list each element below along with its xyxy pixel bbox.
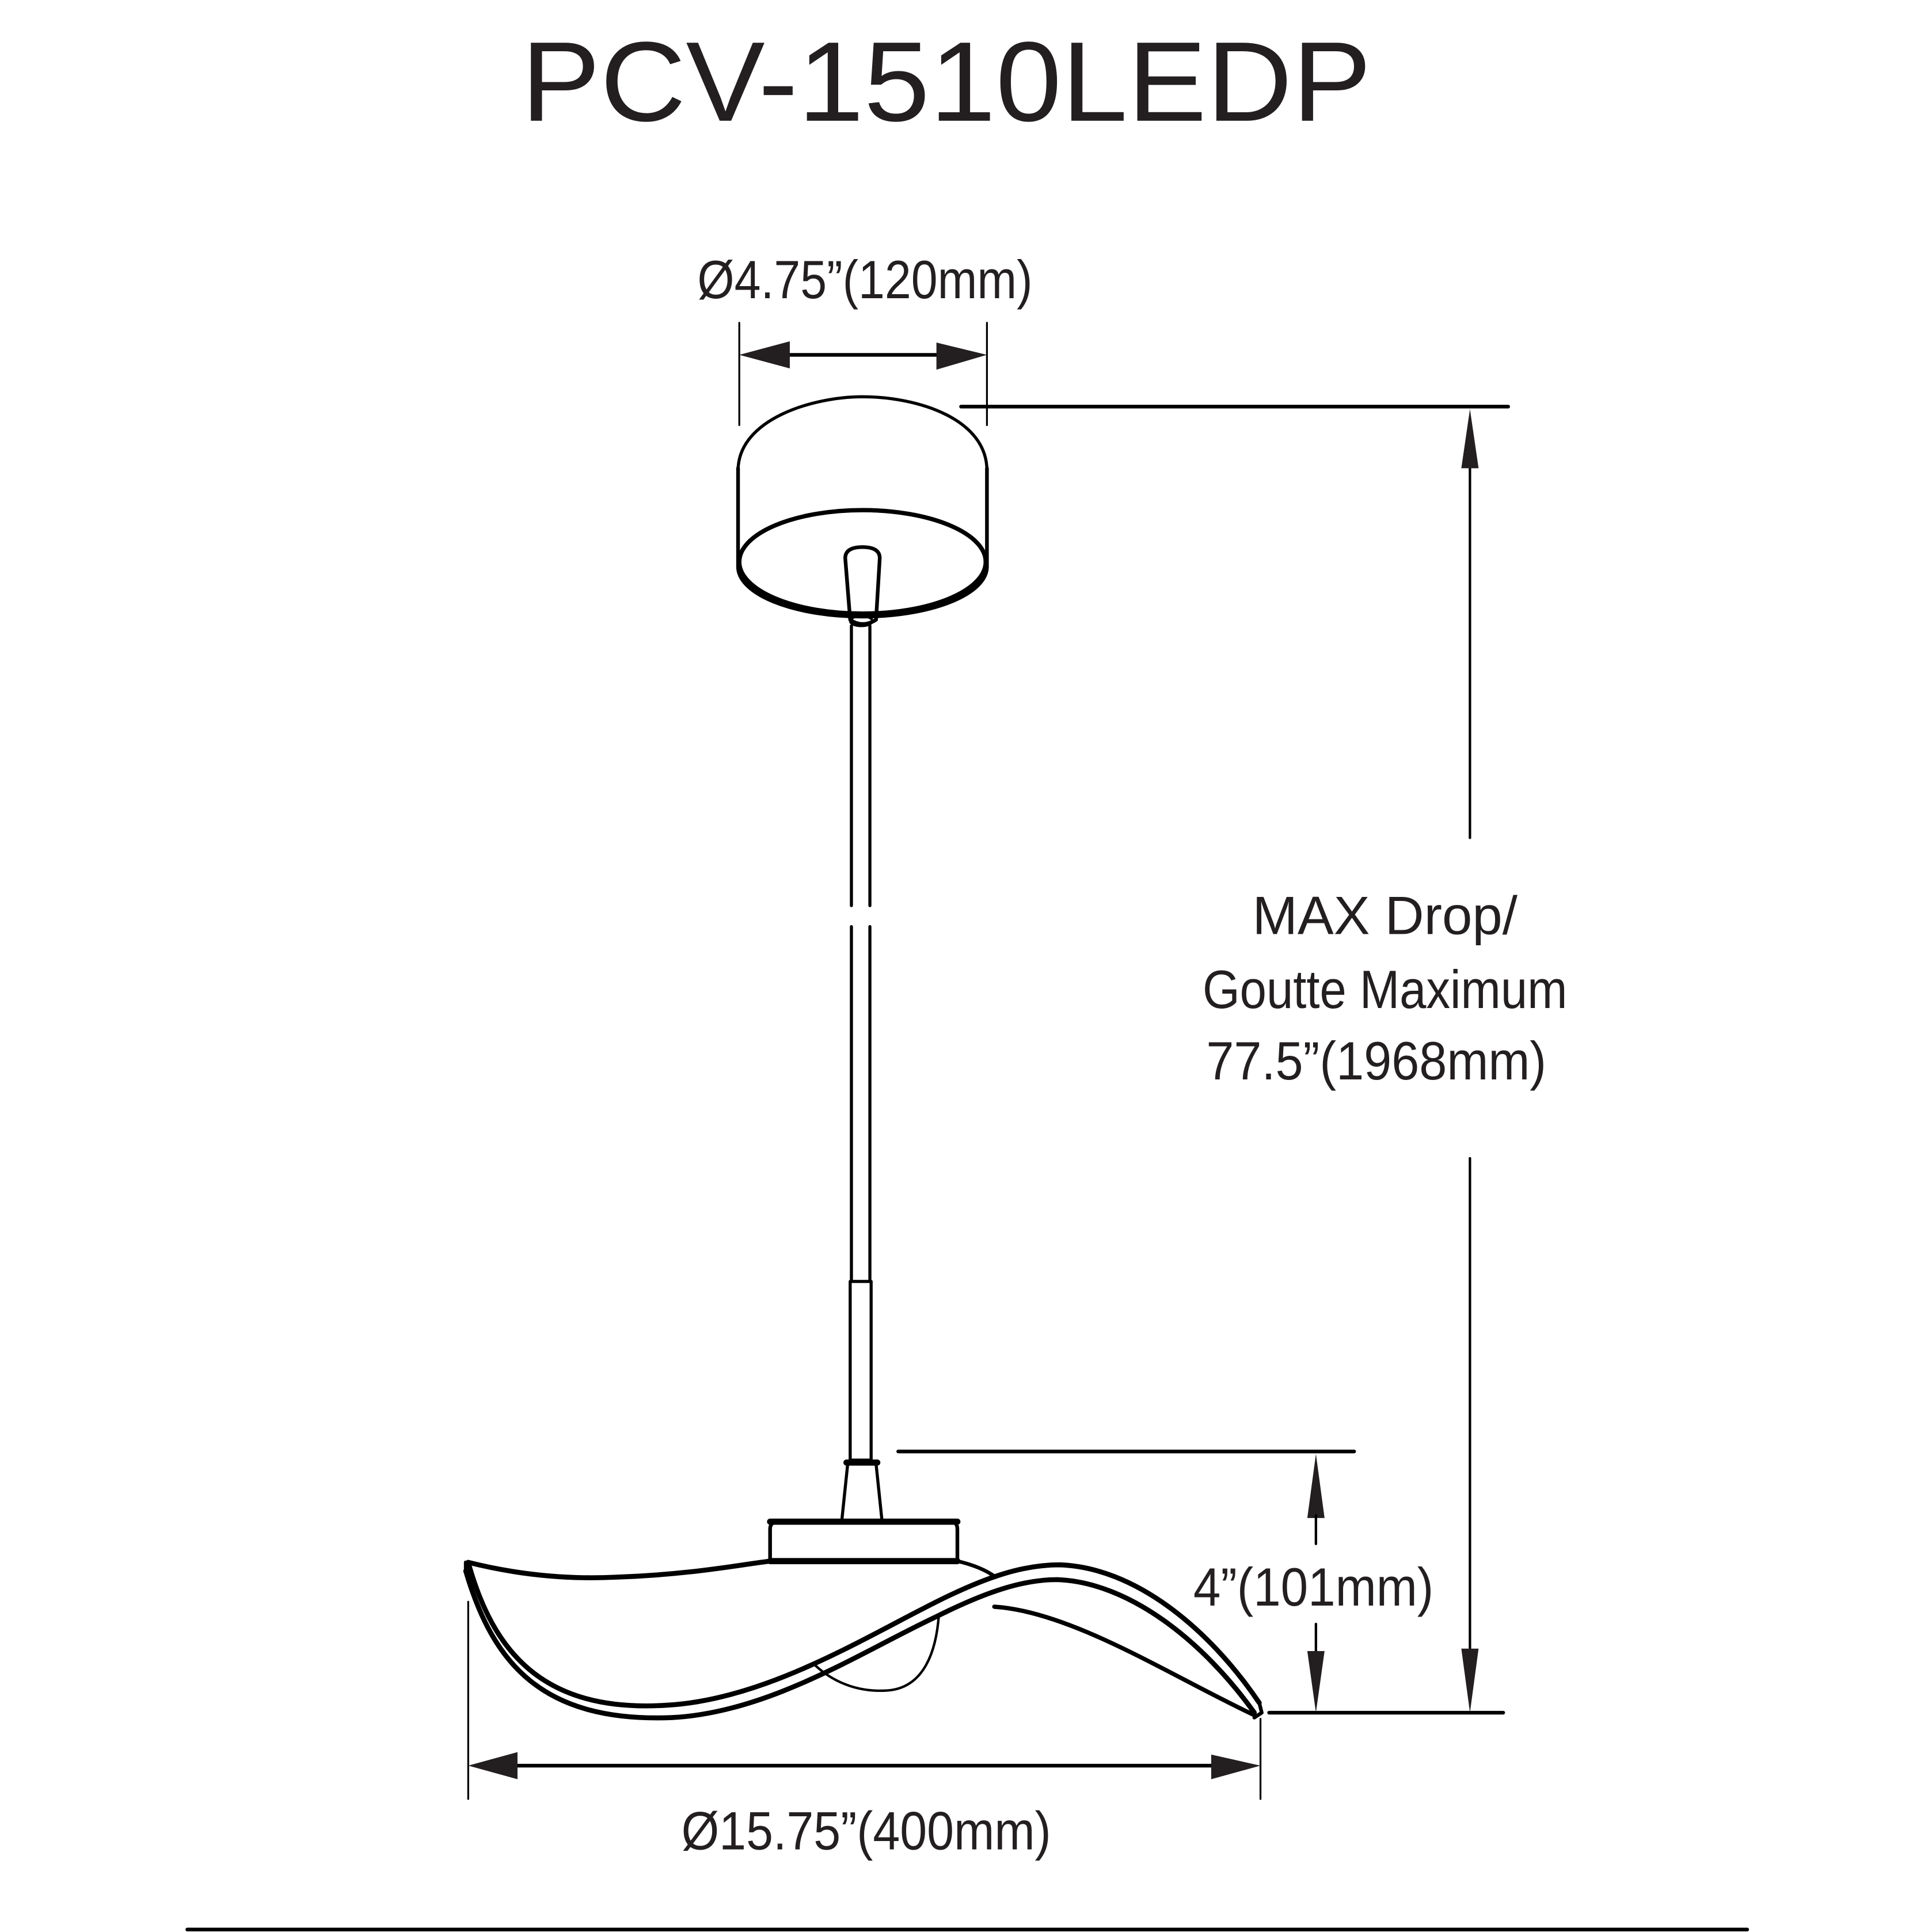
max-drop-label-line1: MAX Drop/	[1252, 885, 1518, 945]
shade-height-dimension: 4”(101mm)	[896, 1450, 1433, 1713]
ceiling-canopy	[736, 395, 989, 627]
arrow-up-icon	[1307, 1454, 1325, 1518]
canopy-diameter-label: Ø4.75”(120mm)	[697, 249, 1032, 310]
arrow-right-icon	[936, 343, 987, 370]
arrow-up-icon	[1461, 409, 1479, 469]
arrow-down-icon	[1307, 1651, 1325, 1713]
arrow-left-icon	[739, 341, 790, 368]
shade-diameter-dimension: Ø15.75”(400mm)	[467, 1600, 1262, 1861]
arrow-left-icon	[468, 1752, 518, 1779]
shade-height-label: 4”(101mm)	[1193, 1557, 1433, 1617]
max-drop-label-line2: Goutte Maximum	[1203, 959, 1568, 1020]
product-model-title: PCV-1510LEDP	[521, 18, 1371, 145]
max-drop-label-line3: 77.5”(1968mm)	[1206, 1030, 1546, 1091]
suspension-cable	[849, 624, 873, 1462]
max-drop-dimension: MAX Drop/ Goutte Maximum 77.5”(1968mm)	[959, 405, 1568, 1715]
arrow-down-icon	[1461, 1648, 1479, 1713]
pendant-shade	[463, 1459, 1264, 1721]
canopy-diameter-dimension: Ø4.75”(120mm)	[697, 249, 1033, 427]
arrow-right-icon	[1211, 1754, 1261, 1779]
shade-diameter-label: Ø15.75”(400mm)	[682, 1801, 1051, 1861]
